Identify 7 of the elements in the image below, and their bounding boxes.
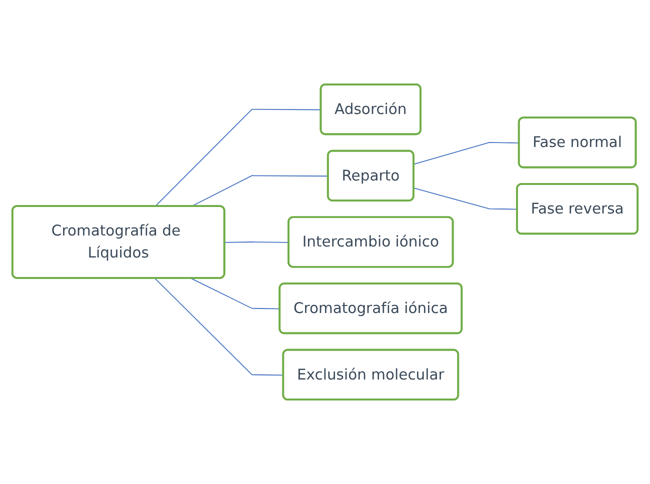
connector	[413, 142, 520, 165]
connector	[190, 278, 281, 310]
connector	[154, 278, 284, 376]
connector	[224, 242, 290, 243]
connector	[154, 108, 322, 207]
connector	[190, 175, 329, 207]
connector	[413, 188, 518, 210]
